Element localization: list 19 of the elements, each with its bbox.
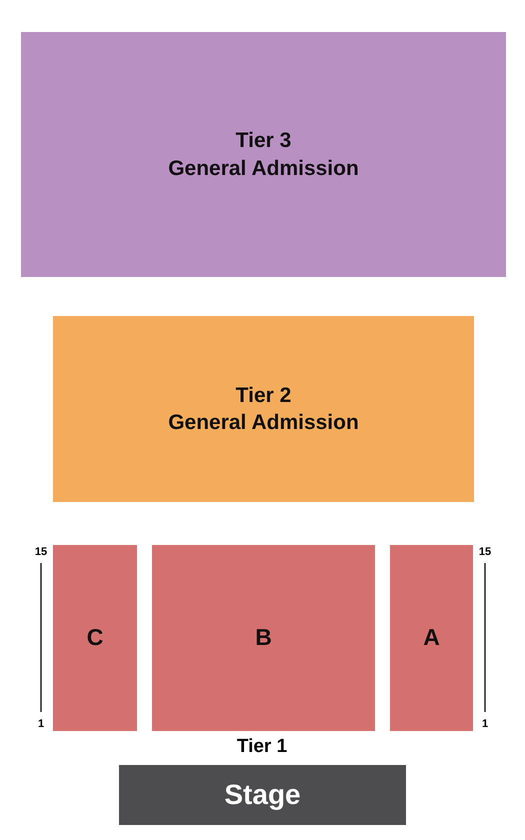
section-label: General Admission [168,156,359,182]
section-label: Tier 2 [236,382,292,409]
seating-section [152,545,375,731]
tier-label: Tier 1 [236,736,288,758]
stage [119,765,406,825]
section-label: C [86,623,104,652]
seating-section [390,545,473,731]
section-label: Stage [224,778,301,812]
row-number: 15 [478,546,492,558]
section-label: Tier 3 [236,128,292,154]
section-label: General Admission [168,410,359,436]
seating-section [53,545,137,731]
section-label: B [255,623,272,652]
row-number: 1 [38,718,44,730]
seating-section [53,316,474,502]
row-number: 15 [34,546,48,558]
section-label: A [423,623,440,652]
seating-section [21,32,506,277]
row-number: 1 [482,718,488,730]
